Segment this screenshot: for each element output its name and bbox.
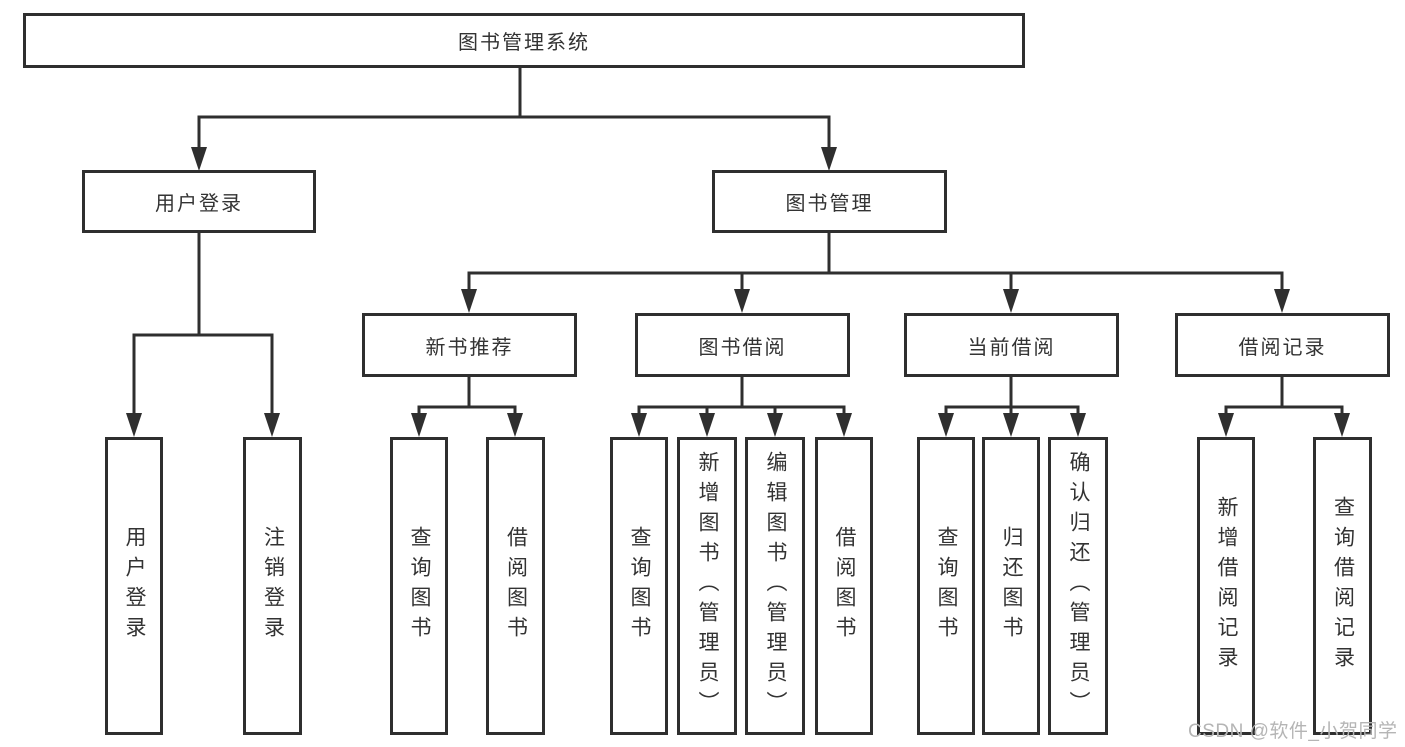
leaf-label: 确认归还（管理员） <box>1067 451 1090 721</box>
leaf-query-books-current: 查询图书 <box>917 437 975 735</box>
leaf-label: 查询图书 <box>935 526 958 646</box>
node-label: 借阅记录 <box>1238 336 1327 359</box>
leaf-label: 借阅图书 <box>833 526 856 646</box>
csdn-watermark: CSDN @软件_小贺同学 <box>1188 721 1398 742</box>
leaf-label: 编辑图书（管理员） <box>764 451 787 721</box>
leaf-query-borrow-record: 查询借阅记录 <box>1313 437 1372 735</box>
node-root-system: 图书管理系统 <box>23 13 1025 68</box>
leaf-add-borrow-record: 新增借阅记录 <box>1197 437 1255 735</box>
node-label: 图书管理 <box>785 193 874 215</box>
leaf-label: 新增借阅记录 <box>1215 496 1238 676</box>
node-book-management: 图书管理 <box>712 170 947 233</box>
leaf-borrow-books: 借阅图书 <box>815 437 873 735</box>
leaf-label: 新增图书（管理员） <box>696 451 719 721</box>
node-new-book-recommend: 新书推荐 <box>362 313 577 377</box>
leaf-borrow-books-recommend: 借阅图书 <box>486 437 545 735</box>
leaf-label: 归还图书 <box>1000 526 1023 646</box>
leaf-label: 借阅图书 <box>504 526 528 646</box>
leaf-query-books-borrow: 查询图书 <box>610 437 668 735</box>
leaf-label: 注销登录 <box>261 526 285 646</box>
node-label: 当前借阅 <box>967 336 1056 359</box>
leaf-user-login: 用户登录 <box>105 437 163 735</box>
leaf-label: 查询图书 <box>408 526 431 646</box>
node-book-borrow: 图书借阅 <box>635 313 850 377</box>
node-label: 图书管理系统 <box>458 32 590 54</box>
leaf-edit-books-admin: 编辑图书（管理员） <box>745 437 805 735</box>
leaf-label: 用户登录 <box>123 526 146 646</box>
leaf-label: 查询借阅记录 <box>1331 496 1355 676</box>
node-label: 用户登录 <box>155 193 243 215</box>
node-user-login: 用户登录 <box>82 170 316 233</box>
node-borrow-record: 借阅记录 <box>1175 313 1390 377</box>
leaf-query-books-recommend: 查询图书 <box>390 437 448 735</box>
node-label: 图书借阅 <box>698 336 787 359</box>
leaf-logout: 注销登录 <box>243 437 302 735</box>
leaf-add-books-admin: 新增图书（管理员） <box>677 437 737 735</box>
arrowheads <box>126 147 1350 437</box>
node-current-borrow: 当前借阅 <box>904 313 1119 377</box>
node-label: 新书推荐 <box>425 336 514 359</box>
leaf-label: 查询图书 <box>628 526 651 646</box>
leaf-return-books: 归还图书 <box>982 437 1040 735</box>
leaf-confirm-return-admin: 确认归还（管理员） <box>1048 437 1108 735</box>
